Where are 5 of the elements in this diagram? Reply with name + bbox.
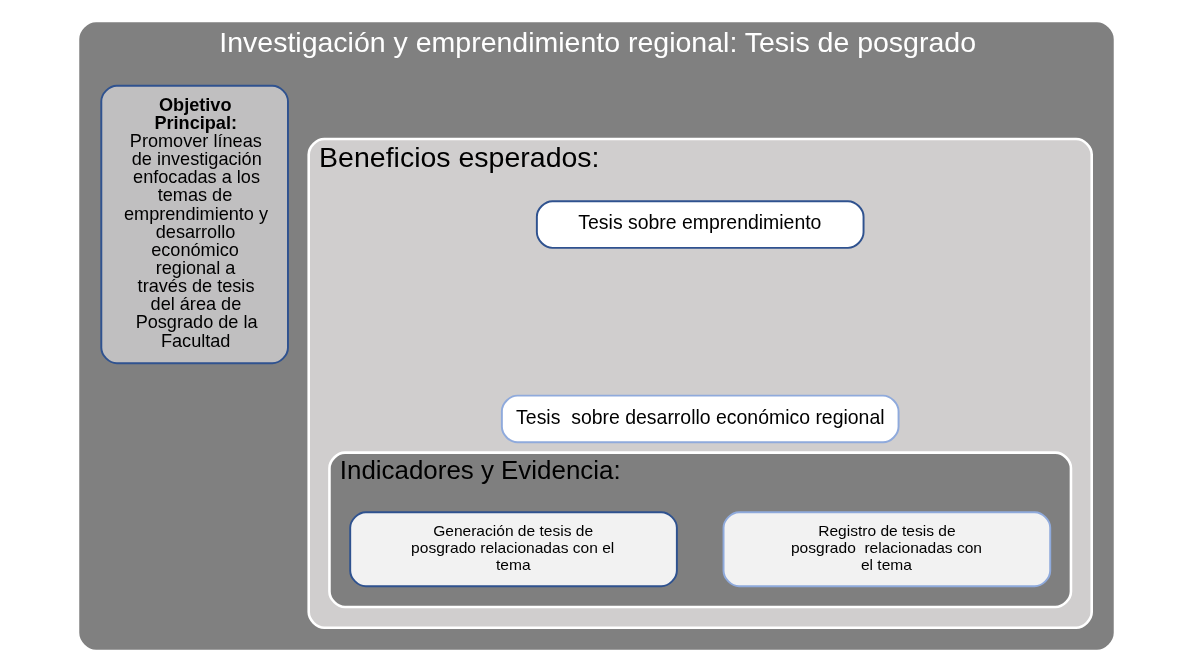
node-box: Tesis sobre desarrollo económico regional: [500, 394, 900, 444]
node-box: Generación de tesis de posgrado relacionadas con el tema: [349, 511, 678, 588]
node-box: Tesis sobre emprendimiento: [535, 200, 865, 249]
node-box: Objetivo Principal: Promover líneas de investigación enfocadas a los temas de emprendimiento y desarrollo económico regional a través de tesis del área de Posgrado de la Facultad: [100, 84, 289, 365]
node-box: Registro de tesis de posgrado relacionadas con el tema: [722, 511, 1052, 588]
